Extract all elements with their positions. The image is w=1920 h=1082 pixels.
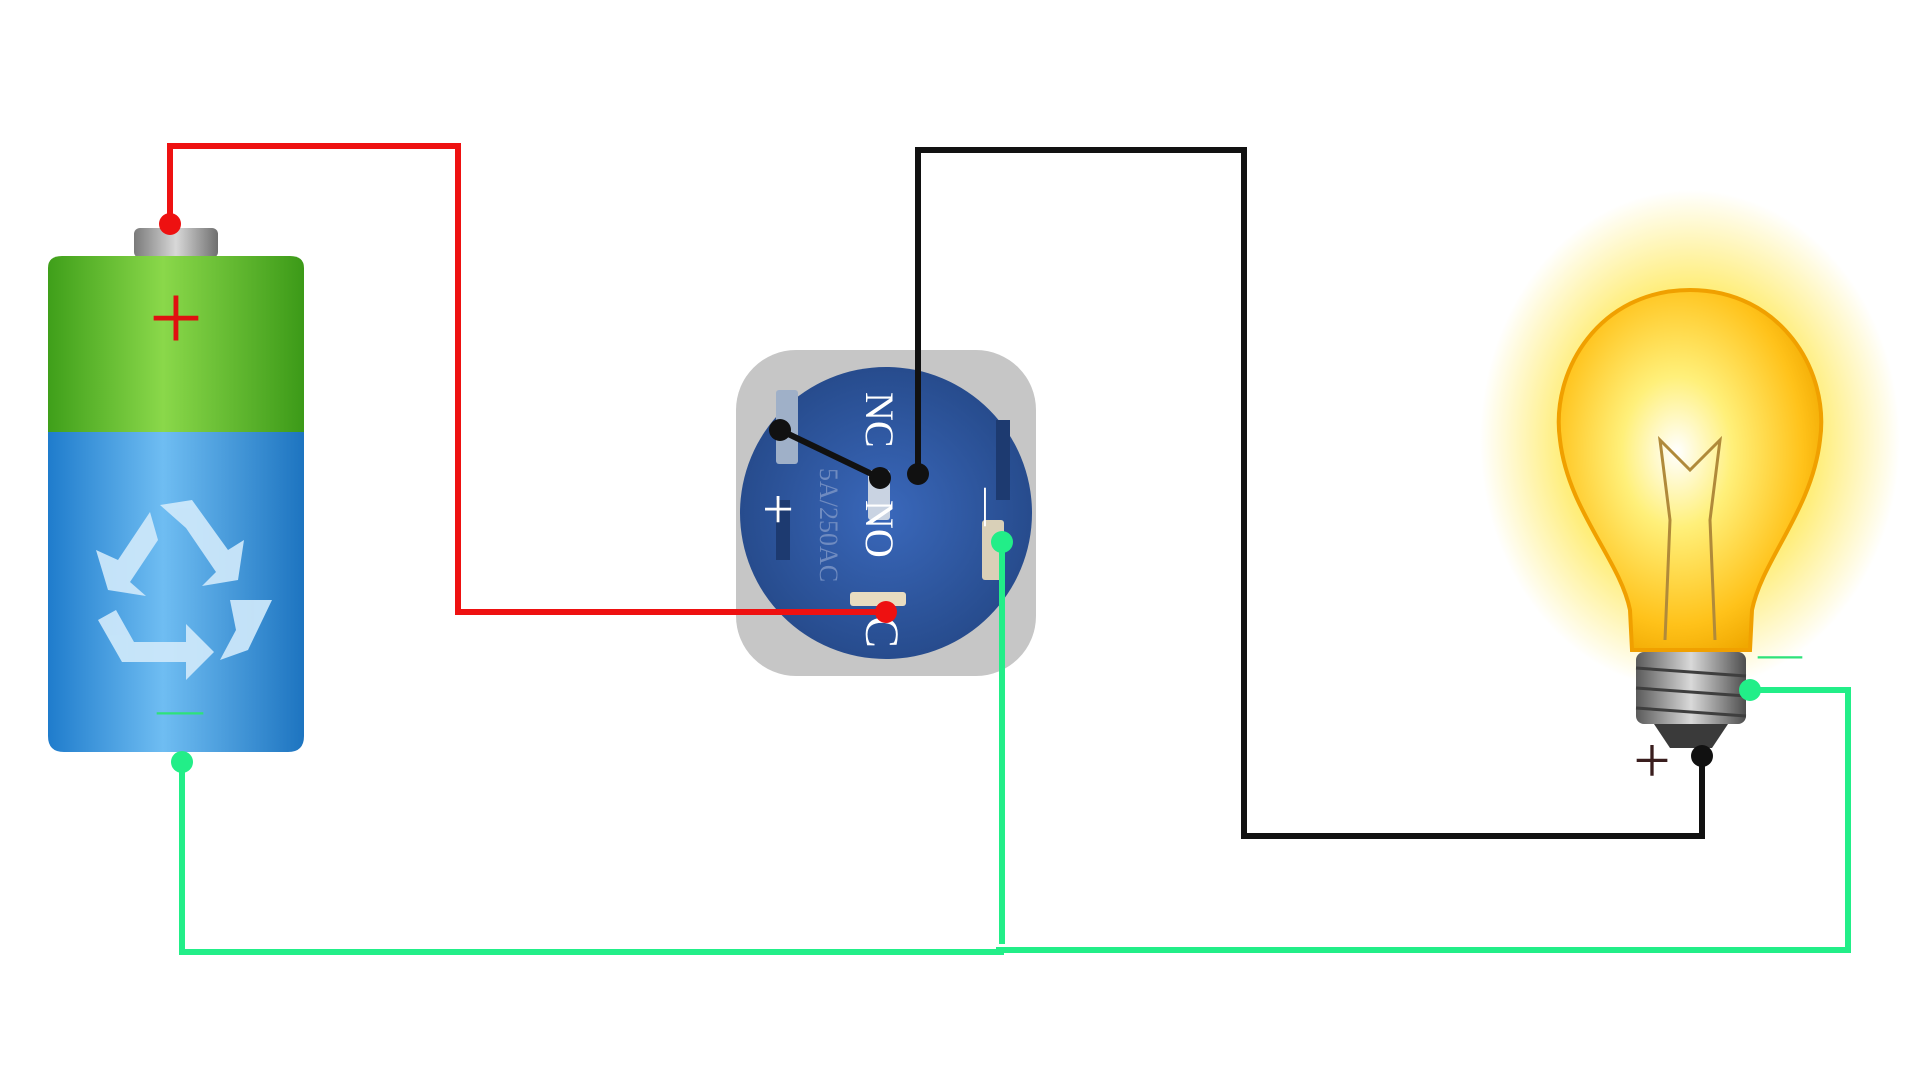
wire-positive: [167, 143, 886, 615]
switch-label-minus: —: [967, 487, 1009, 527]
bulb-filament: [1657, 435, 1723, 641]
switch-terminal-c: [850, 592, 906, 606]
node-battery-negative: [171, 751, 193, 773]
node-switch-c: [875, 601, 897, 623]
wire-signal: [915, 147, 1705, 839]
switch-rating: 5A/250AC: [814, 468, 843, 582]
battery: + —: [48, 228, 304, 752]
battery-top-section: [48, 256, 304, 432]
node-bulb-positive: [1691, 745, 1713, 767]
battery-cap: [134, 228, 218, 258]
recycle-icon: [96, 500, 272, 680]
switch-label-no: NO: [857, 500, 902, 558]
node-switch-minus: [991, 531, 1013, 553]
battery-body-section: [48, 432, 304, 752]
node-switch-no: [869, 467, 891, 489]
switch-rib-right: [996, 420, 1010, 500]
light-bulb: + —: [1480, 190, 1900, 797]
battery-minus-symbol: —: [156, 683, 204, 734]
wire-negative-battery: [179, 762, 1004, 955]
node-battery-positive: [159, 213, 181, 235]
node-bulb-negative: [1739, 679, 1761, 701]
bulb-minus-symbol: —: [1757, 629, 1803, 678]
bulb-plus-symbol: +: [1633, 724, 1670, 797]
connection-points: [159, 213, 1761, 773]
node-switch-nc: [769, 419, 791, 441]
switch-label-nc: NC: [857, 392, 902, 448]
wires: [167, 143, 1851, 955]
wire-switch-link: [778, 427, 882, 481]
push-button-switch: NC NO C + — 5A/250AC: [736, 350, 1036, 676]
switch-rib-left: [776, 500, 790, 560]
battery-plus-symbol: +: [149, 264, 203, 371]
node-switch-no-out: [907, 463, 929, 485]
switch-label-plus: +: [762, 479, 794, 541]
bulb-tip: [1654, 724, 1728, 748]
wire-negative-bulb: [996, 687, 1851, 953]
